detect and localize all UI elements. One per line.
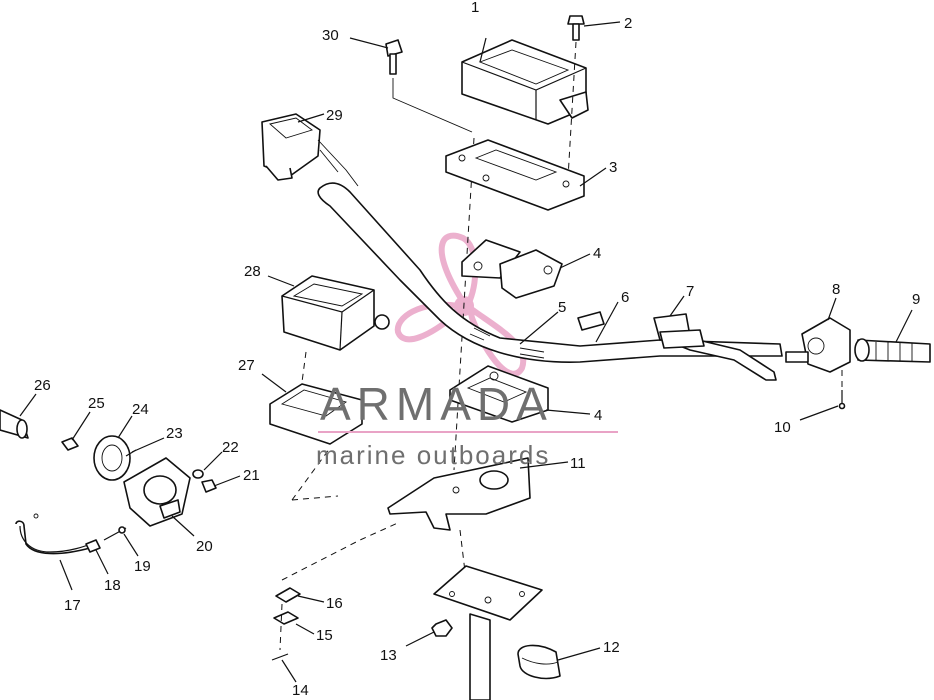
watermark-brand: ARMADA xyxy=(320,378,553,430)
callout-12: 12 xyxy=(603,639,620,656)
part-18-connector xyxy=(85,539,101,553)
part-6-pad xyxy=(577,311,605,331)
callout-22: 22 xyxy=(222,439,239,456)
part-2-bolt xyxy=(567,15,585,41)
callout-10: 10 xyxy=(774,419,791,436)
callout-30: 30 xyxy=(322,27,339,44)
callout-20: 20 xyxy=(196,538,213,555)
callout-25: 25 xyxy=(88,395,105,412)
part-20-indicator-mount xyxy=(123,457,191,527)
callout-6: 6 xyxy=(621,289,629,306)
part-8-throttle-housing xyxy=(785,317,851,373)
part-11-mounting-plate xyxy=(387,457,531,531)
part-26-bulb-socket xyxy=(0,409,29,439)
part-17-wire-harness xyxy=(15,513,97,555)
steering-post xyxy=(433,565,543,700)
part-21-nut xyxy=(201,479,217,493)
part-14-pin xyxy=(271,653,289,661)
callout-4-lower: 4 xyxy=(594,407,602,424)
part-3-upper-clamp-plate xyxy=(445,139,585,211)
callout-8: 8 xyxy=(832,281,840,298)
callout-29: 29 xyxy=(326,107,343,124)
callout-18: 18 xyxy=(104,577,121,594)
part-24-lens-ring xyxy=(93,435,131,481)
part-4-upper-clamp xyxy=(461,239,563,299)
part-16-grommet xyxy=(275,587,301,603)
part-10-screw xyxy=(838,390,846,410)
part-13-nut xyxy=(431,619,453,637)
part-25-bulb xyxy=(61,437,79,451)
part-30-bolt xyxy=(385,39,403,75)
callout-14: 14 xyxy=(292,682,309,699)
part-12-clamp xyxy=(517,644,561,680)
callout-13: 13 xyxy=(380,647,397,664)
callout-28: 28 xyxy=(244,263,261,280)
callout-26: 26 xyxy=(34,377,51,394)
callout-7: 7 xyxy=(686,283,694,300)
callout-19: 19 xyxy=(134,558,151,575)
part-27-speedometer-bracket xyxy=(269,383,363,445)
callout-21: 21 xyxy=(243,467,260,484)
callout-23: 23 xyxy=(166,425,183,442)
watermark-tagline: marine outboards xyxy=(316,440,550,470)
part-29-left-switch-housing xyxy=(261,113,359,187)
callout-1: 1 xyxy=(471,0,479,16)
part-28-speedometer xyxy=(281,275,390,351)
callout-3: 3 xyxy=(609,159,617,176)
part-19-terminal xyxy=(103,526,127,541)
callout-27: 27 xyxy=(238,357,255,374)
callout-9: 9 xyxy=(912,291,920,308)
callout-15: 15 xyxy=(316,627,333,644)
callout-11: 11 xyxy=(570,455,586,472)
part-15-washer xyxy=(273,611,299,625)
part-1-handlebar-cover xyxy=(461,39,589,125)
callout-2: 2 xyxy=(624,15,632,32)
part-9-hand-grip xyxy=(854,338,931,363)
callout-5: 5 xyxy=(558,299,566,316)
callout-24: 24 xyxy=(132,401,149,418)
callout-4-upper: 4 xyxy=(593,245,601,262)
callout-16: 16 xyxy=(326,595,343,612)
part-22-washer xyxy=(192,469,204,479)
part-7-brake-lever xyxy=(653,313,777,381)
callout-17: 17 xyxy=(64,597,81,614)
